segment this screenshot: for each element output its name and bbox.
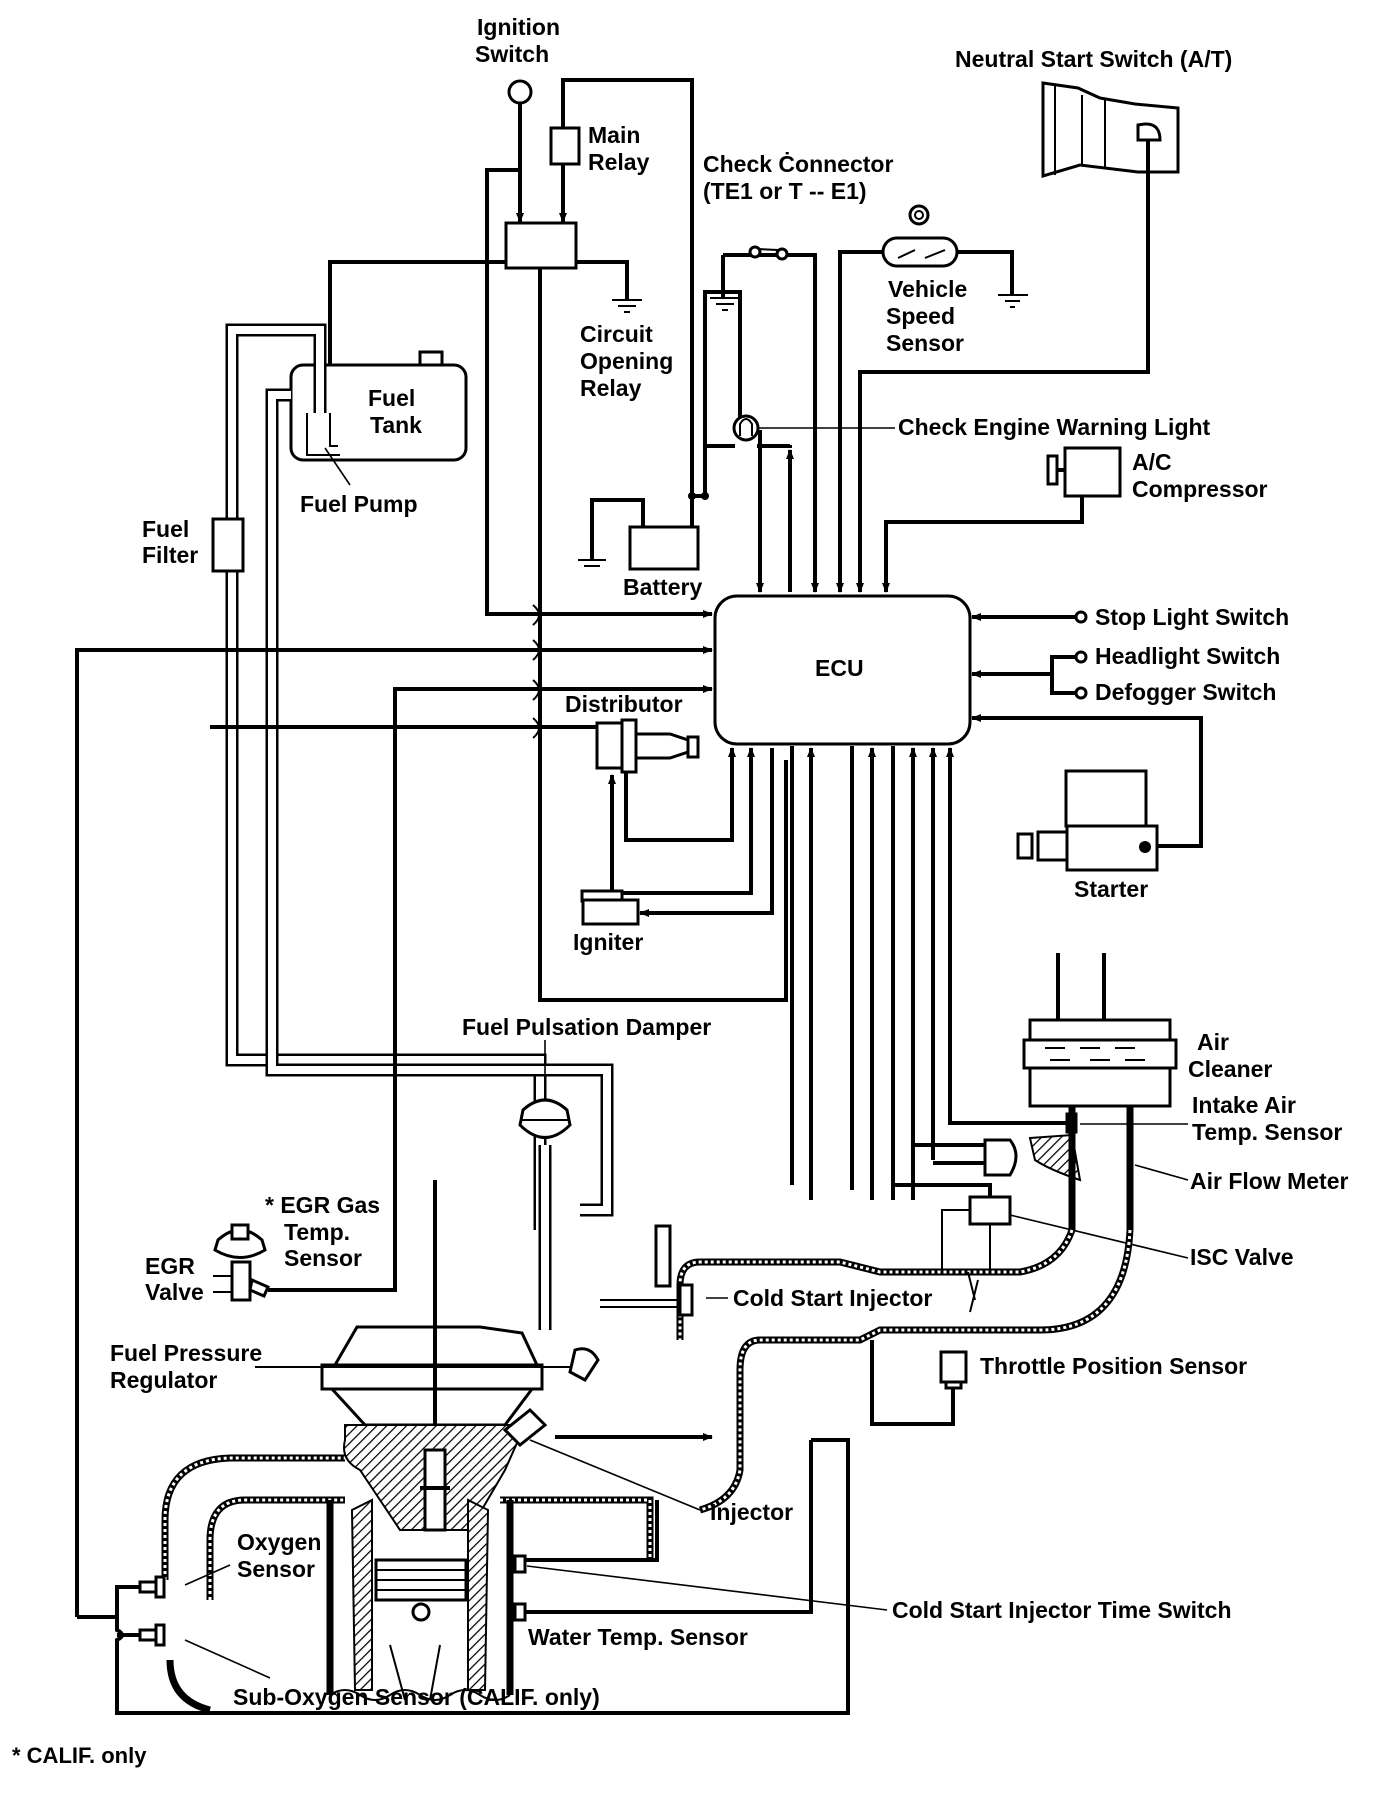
main-relay: Main Relay xyxy=(549,78,694,260)
starter: Starter xyxy=(971,714,1203,902)
oxygen-sensor-label-1: Oxygen xyxy=(237,1529,321,1555)
fuel-pulsation-damper: Fuel Pulsation Damper xyxy=(462,1014,711,1330)
fuel-tank-label-1: Fuel xyxy=(368,385,415,411)
isc-valve: ISC Valve xyxy=(893,1183,1294,1270)
ignition-switch: Ignition Switch xyxy=(475,14,560,105)
starter-label: Starter xyxy=(1074,876,1148,902)
air-cleaner-label-1: Air xyxy=(1197,1029,1229,1055)
defogger-switch: Defogger Switch xyxy=(1074,679,1276,705)
main-relay-label-1: Main xyxy=(588,122,640,148)
injector: Injector xyxy=(502,1347,793,1525)
egr-valve-label-2: Valve xyxy=(145,1279,204,1305)
headlight-switch-label: Headlight Switch xyxy=(1095,643,1280,669)
throttle-position-sensor: Throttle Position Sensor xyxy=(870,1340,1247,1426)
air-cleaner: Air Cleaner xyxy=(1022,953,1272,1108)
ignition-switch-label-1: Ignition xyxy=(477,14,560,40)
ac-compressor-label-1: A/C xyxy=(1132,449,1172,475)
check-connector-label-2: (TE1 or T -- E1) xyxy=(703,178,867,204)
circuit-opening-relay-label-2: Opening xyxy=(580,348,673,374)
fuel-pump: Fuel Pump xyxy=(300,447,418,517)
defogger-switch-label: Defogger Switch xyxy=(1095,679,1276,705)
ac-compressor-label-2: Compressor xyxy=(1132,476,1268,502)
circuit-opening-relay: Circuit Opening Relay xyxy=(504,103,673,401)
stop-light-switch: Stop Light Switch xyxy=(971,604,1289,630)
distributor-label: Distributor xyxy=(565,691,683,717)
fuel-filter-label-1: Fuel xyxy=(142,516,189,542)
air-cleaner-label-2: Cleaner xyxy=(1188,1056,1272,1082)
fuel-tank: Fuel Tank xyxy=(289,350,468,462)
intake-air-temp-sensor-label-2: Temp. Sensor xyxy=(1192,1119,1342,1145)
circuit-opening-relay-label-1: Circuit xyxy=(580,321,653,347)
igniter-label: Igniter xyxy=(573,929,643,955)
battery-label: Battery xyxy=(623,574,702,600)
stop-light-switch-label: Stop Light Switch xyxy=(1095,604,1289,630)
intake-air-temp-sensor-label-1: Intake Air xyxy=(1192,1092,1296,1118)
isc-valve-label: ISC Valve xyxy=(1190,1244,1294,1270)
ecu-bottom-wires xyxy=(790,746,954,1200)
headlight-switch: Headlight Switch xyxy=(971,643,1280,695)
throttle-position-sensor-label: Throttle Position Sensor xyxy=(980,1353,1247,1379)
check-engine-warning-light: Check Engine Warning Light xyxy=(703,414,1211,592)
footnote: * CALIF. only xyxy=(12,1743,147,1768)
fuel-pump-label: Fuel Pump xyxy=(300,491,418,517)
cold-start-injector-label: Cold Start Injector xyxy=(733,1285,932,1311)
ac-compressor: A/C Compressor xyxy=(882,446,1268,593)
egr-gas-temp-sensor-label-2: Temp. xyxy=(284,1219,350,1245)
fuel-tank-label-2: Tank xyxy=(370,412,422,438)
ignition-switch-label-2: Switch xyxy=(475,41,549,67)
water-temp-sensor: Water Temp. Sensor xyxy=(513,1440,813,1650)
oxygen-sensor: Oxygen Sensor xyxy=(138,1529,321,1599)
cold-start-injector: Cold Start Injector xyxy=(600,1224,932,1317)
egr-gas-temp-sensor-label-3: Sensor xyxy=(284,1245,362,1271)
neutral-start-switch-label: Neutral Start Switch (A/T) xyxy=(955,46,1232,72)
vehicle-speed-sensor-label-2: Speed xyxy=(886,303,955,329)
fuel-filter-label-2: Filter xyxy=(142,542,198,568)
main-relay-label-2: Relay xyxy=(588,149,650,175)
check-engine-warning-light-label: Check Engine Warning Light xyxy=(898,414,1211,440)
cold-start-injector-time-switch-label: Cold Start Injector Time Switch xyxy=(892,1597,1232,1623)
ecu-label: ECU xyxy=(815,655,864,681)
vehicle-speed-sensor-label-3: Sensor xyxy=(886,330,964,356)
cold-start-injector-time-switch: Cold Start Injector Time Switch xyxy=(513,1500,1232,1623)
egr-valve-label-1: EGR xyxy=(145,1253,195,1279)
intake-air-temp-sensor: Intake Air Temp. Sensor xyxy=(950,1092,1342,1145)
egr-valve: EGR Valve xyxy=(145,1223,267,1305)
fuel-filter: Fuel Filter xyxy=(142,516,245,573)
fuel-pulsation-damper-label: Fuel Pulsation Damper xyxy=(462,1014,711,1040)
fuel-pressure-regulator: Fuel Pressure Regulator xyxy=(110,1180,590,1500)
sub-oxygen-sensor: Sub-Oxygen Sensor (CALIF. only) xyxy=(138,1623,600,1714)
fuel-pressure-regulator-label-1: Fuel Pressure xyxy=(110,1340,262,1366)
egr-gas-temp-sensor: * EGR Gas Temp. Sensor xyxy=(248,1180,397,1298)
ecu: ECU xyxy=(713,594,972,746)
circuit-opening-relay-label-3: Relay xyxy=(580,375,642,401)
oxygen-sensor-label-2: Sensor xyxy=(237,1556,315,1582)
vehicle-speed-sensor-label-1: Vehicle xyxy=(888,276,967,302)
vehicle-speed-sensor: Vehicle Speed Sensor xyxy=(836,204,1028,593)
sub-oxygen-sensor-label: Sub-Oxygen Sensor (CALIF. only) xyxy=(233,1684,600,1710)
igniter: Igniter xyxy=(573,747,774,955)
air-flow-meter-label: Air Flow Meter xyxy=(1190,1168,1349,1194)
distributor: Distributor xyxy=(210,691,736,842)
egr-gas-temp-sensor-label-1: * EGR Gas xyxy=(265,1192,380,1218)
air-flow-meter: Air Flow Meter xyxy=(913,1106,1349,1230)
check-connector-label-1: Check Ċonnector xyxy=(703,151,893,177)
neutral-start-switch: Neutral Start Switch (A/T) xyxy=(856,46,1232,593)
check-connector: Check Ċonnector (TE1 or T -- E1) xyxy=(703,151,893,593)
injector-label: Injector xyxy=(710,1499,793,1525)
water-temp-sensor-label: Water Temp. Sensor xyxy=(528,1624,748,1650)
cylinder-piston xyxy=(326,1498,514,1701)
fuel-pressure-regulator-label-2: Regulator xyxy=(110,1367,217,1393)
